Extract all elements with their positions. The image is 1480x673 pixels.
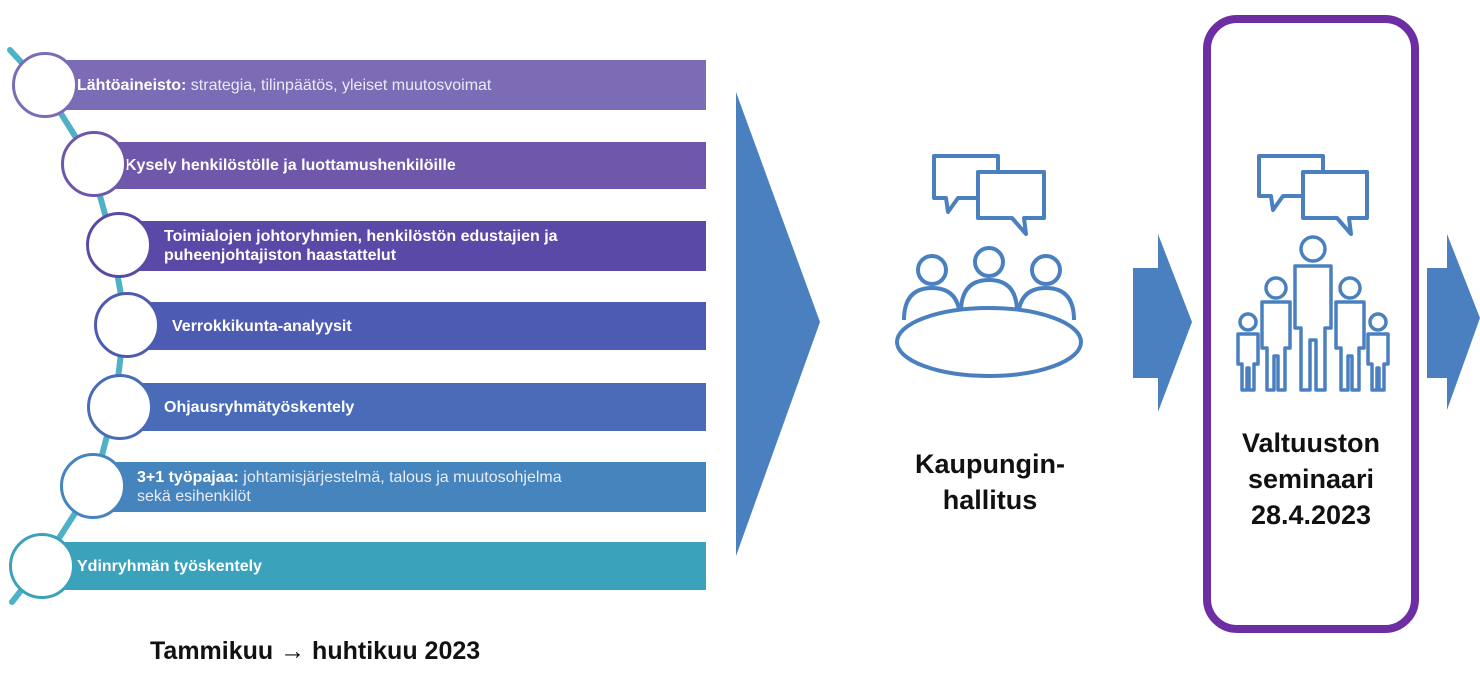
seminar-speech-bubbles-icon — [1257, 154, 1369, 236]
process-step-7: Ydinryhmän työskentely — [45, 542, 706, 590]
process-step-6-bold: 3+1 työpajaa: — [137, 469, 239, 486]
meeting-table-icon — [895, 246, 1083, 378]
seminar-highlight-box — [1203, 15, 1419, 633]
process-step-1-rest: strategia, tilinpäätös, yleiset muutosvo… — [186, 76, 492, 94]
process-step-4: Verrokkikunta-analyysit — [128, 302, 706, 350]
process-step-1-bold: Lähtöaineisto: — [77, 76, 187, 94]
next-step-arrow — [1427, 234, 1480, 410]
process-step-1: Lähtöaineisto: strategia, tilinpäätös, y… — [45, 60, 706, 110]
process-step-5-bold: Ohjausryhmätyöskentely — [164, 398, 355, 416]
process-step-2-bold: Kysely henkilöstölle ja luottamushenkilö… — [125, 157, 456, 174]
timeline-circle-1 — [12, 52, 78, 118]
timeline-circle-7 — [9, 533, 75, 599]
timeline-circle-5 — [87, 374, 153, 440]
timeline-circle-4 — [94, 292, 160, 358]
process-step-5: Ohjausryhmätyöskentely — [122, 383, 706, 431]
board-to-seminar-arrow — [1133, 234, 1192, 412]
process-step-4-bold: Verrokkikunta-analyysit — [172, 317, 352, 335]
process-step-7-bold: Ydinryhmän työskentely — [77, 557, 262, 575]
big-arrow — [736, 92, 820, 556]
group-of-people-icon — [1236, 235, 1390, 392]
period-label: Tammikuu → huhtikuu 2023 — [150, 637, 481, 665]
process-step-6-rest: johtamisjärjestelmä, talous ja muutosohj… — [137, 469, 562, 505]
process-step-2: Kysely henkilöstölle ja luottamushenkilö… — [95, 142, 706, 189]
board-label: Kaupungin- hallitus — [915, 449, 1065, 515]
process-step-3: Toimialojen johtoryhmien, henkilöstön ed… — [120, 221, 706, 271]
timeline-circle-2 — [61, 131, 127, 197]
process-step-6: 3+1 työpajaa: johtamisjärjestelmä, talou… — [95, 462, 706, 512]
speech-bubbles-icon — [932, 154, 1046, 236]
seminar-label: Valtuuston seminaari 28.4.2023 — [1241, 428, 1380, 530]
process-step-3-bold: Toimialojen johtoryhmien, henkilöstön ed… — [164, 228, 558, 264]
timeline-circle-3 — [86, 212, 152, 278]
timeline-circle-6 — [60, 453, 126, 519]
